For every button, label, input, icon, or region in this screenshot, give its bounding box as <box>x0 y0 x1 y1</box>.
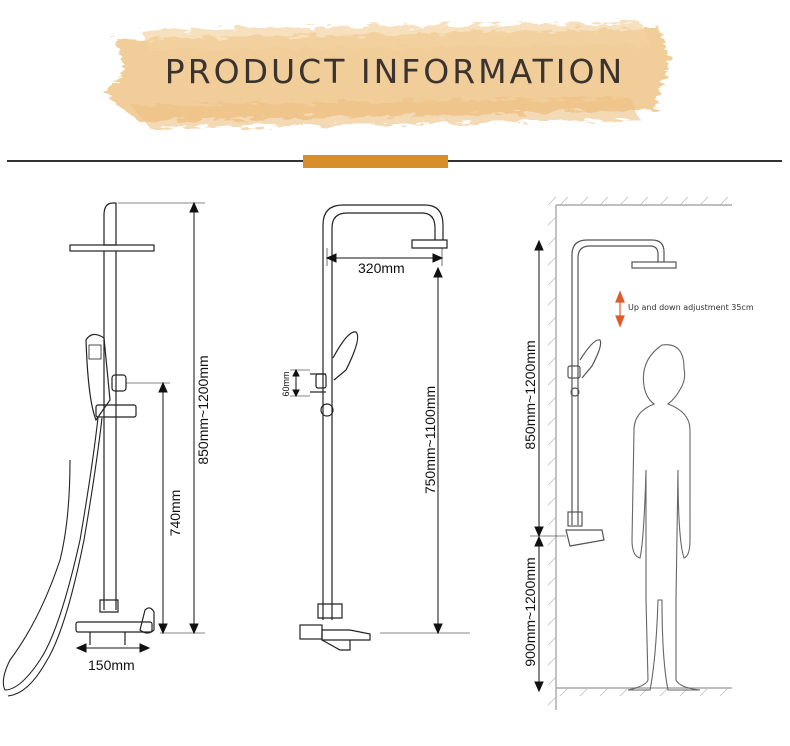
up-down-arrow-icon <box>615 290 625 328</box>
handle-height-label: 740mm <box>167 489 183 537</box>
front-view-dimension-lines <box>75 201 205 653</box>
installation-view <box>547 196 732 710</box>
installation-dimension-lines <box>530 239 566 693</box>
page-title: PRODUCT INFORMATION <box>164 52 626 91</box>
side-view-dimension-lines <box>290 248 470 635</box>
holder-height-label: 60mm <box>281 371 291 397</box>
overall-height-label: 850mm~1200mm <box>195 355 211 465</box>
arm-length-label: 320mm <box>358 260 405 276</box>
base-width-label: 150mm <box>88 657 135 673</box>
divider-accent-bar <box>303 155 448 168</box>
upper-height-label: 850mm~1200mm <box>522 340 538 450</box>
adjustment-note: Up and down adjustment 35cm <box>628 303 754 312</box>
side-view-shower <box>299 204 448 651</box>
brush-stroke-background <box>105 22 670 128</box>
front-view-shower <box>2 202 155 697</box>
pipe-height-label: 750mm~1100mm <box>422 385 438 495</box>
header-banner: PRODUCT INFORMATION <box>0 0 790 150</box>
lower-height-label: 900mm~1200mm <box>522 557 538 667</box>
